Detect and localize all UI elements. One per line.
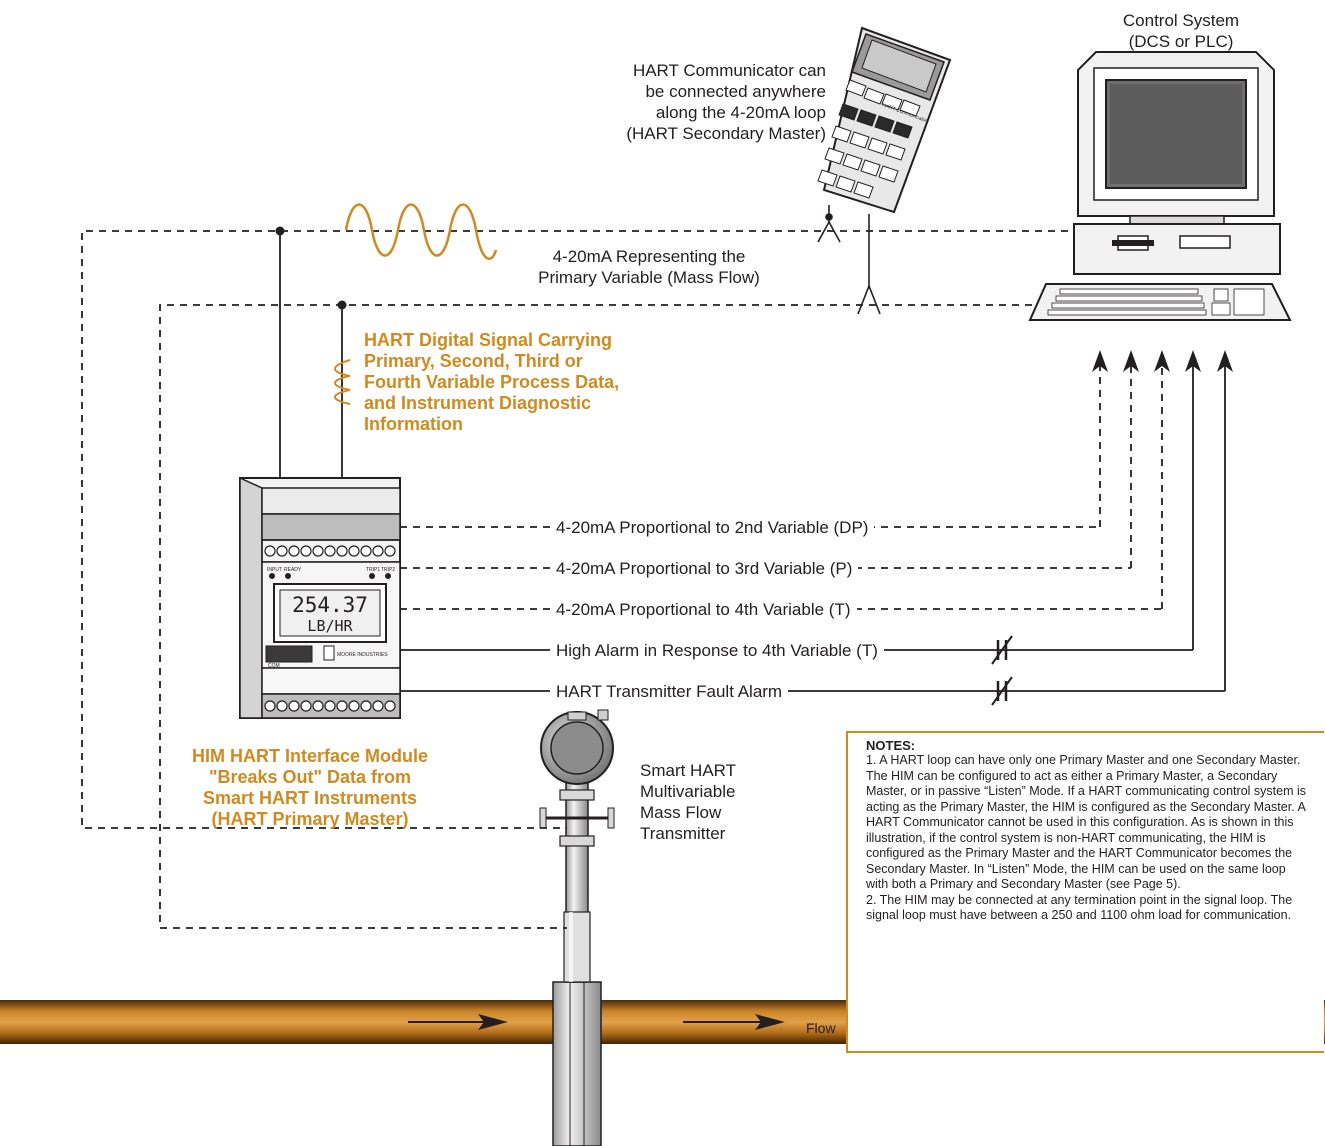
relay-contact-fault-alarm <box>991 676 1013 706</box>
output-label-high-alarm: High Alarm in Response to 4th Variable (… <box>550 640 884 661</box>
digital-signal-line: HART Digital Signal Carrying <box>364 330 613 350</box>
him-caption-line: Smart HART Instruments <box>202 788 418 808</box>
output-line-dp <box>400 366 1101 528</box>
transmitter-caption-line: Smart HART <box>640 761 737 780</box>
him-led-label-trip1: TRIP1 <box>366 567 380 573</box>
output-line-fault-alarm <box>400 366 1226 692</box>
digital-signal-line: and Instrument Diagnostic <box>364 393 592 413</box>
transmitter-caption: Smart HART Multivariable Mass Flow Trans… <box>640 760 736 844</box>
loop-caption-line: 4-20mA Representing the <box>552 247 746 266</box>
him-caption-line: "Breaks Out" Data from <box>208 767 412 787</box>
input-arrowheads <box>1092 350 1233 372</box>
note-item: 1. A HART loop can have only one Primary… <box>866 753 1306 891</box>
primary-loop-outer <box>81 230 1068 829</box>
communicator-caption-line: be connected anywhere <box>645 82 826 101</box>
him-module <box>239 476 401 719</box>
notes-box: NOTES: 1. A HART loop can have only one … <box>846 731 1324 1053</box>
relay-contact-high-alarm <box>991 635 1013 665</box>
transmitter-caption-line: Mass Flow <box>640 803 722 822</box>
control-system-label: Control System (DCS or PLC) <box>1082 10 1280 52</box>
junction-dot <box>337 300 347 310</box>
communicator-caption-line: along the 4-20mA loop <box>655 103 826 122</box>
him-led-label-ready: READY <box>284 567 302 573</box>
note-item: 2. The HIM may be connected at any termi… <box>866 892 1293 923</box>
him-caption-line: HIM HART Interface Module <box>191 746 428 766</box>
digital-signal-coil <box>334 359 351 405</box>
primary-loop-inner <box>159 304 1032 929</box>
control-system-computer <box>1028 51 1292 321</box>
output-label-dp: 4-20mA Proportional to 2nd Variable (DP) <box>550 517 875 538</box>
junction-dot <box>275 226 285 236</box>
output-label-t: 4-20mA Proportional to 4th Variable (T) <box>550 599 857 620</box>
him-caption-line: (HART Primary Master) <box>211 809 409 829</box>
notes-title: NOTES: <box>866 738 916 753</box>
him-display-value: 254.37 <box>292 593 368 617</box>
control-system-title: Control System <box>1122 11 1240 30</box>
flow-label: Flow <box>806 1020 836 1036</box>
mass-flow-transmitter <box>539 709 615 1146</box>
control-system-subtitle: (DCS or PLC) <box>1128 32 1234 51</box>
loop-caption-line: Primary Variable (Mass Flow) <box>538 268 760 287</box>
communicator-caption-line: (HART Secondary Master) <box>626 124 826 143</box>
him-brand-label: MOORE INDUSTRIES <box>337 652 388 658</box>
communicator-caption-line: HART Communicator can <box>632 61 826 80</box>
communicator-caption: HART Communicator can be connected anywh… <box>560 60 826 144</box>
digital-signal-line: Information <box>364 414 463 434</box>
flow-arrow-left <box>408 1014 508 1030</box>
digital-signal-caption: HART Digital Signal Carrying Primary, Se… <box>364 330 619 435</box>
him-loop-taps <box>279 231 343 478</box>
transmitter-caption-line: Transmitter <box>640 824 726 843</box>
output-label-p: 4-20mA Proportional to 3rd Variable (P) <box>550 558 859 579</box>
him-display-unit: LB/HR <box>307 617 353 635</box>
digital-signal-line: Primary, Second, Third or <box>364 351 583 371</box>
hart-communicator-device <box>817 26 952 214</box>
output-label-fault-alarm: HART Transmitter Fault Alarm <box>550 681 789 702</box>
transmitter-caption-line: Multivariable <box>640 782 736 801</box>
him-led-label-trip2: TRIP2 <box>381 567 395 573</box>
him-caption: HIM HART Interface Module "Breaks Out" D… <box>160 746 460 830</box>
him-led-label-input: INPUT <box>267 567 282 573</box>
communicator-leads <box>817 205 881 315</box>
him-com-label: COM <box>268 663 280 669</box>
analog-signal-wave <box>344 203 498 261</box>
flow-arrow-right <box>683 1014 785 1030</box>
loop-caption: 4-20mA Representing the Primary Variable… <box>498 246 800 288</box>
digital-signal-line: Fourth Variable Process Data, <box>364 372 620 392</box>
